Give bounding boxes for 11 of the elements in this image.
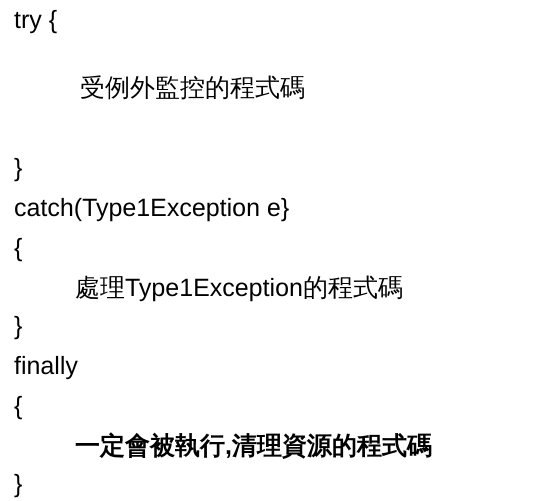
code-line: catch(Type1Exception e} bbox=[14, 193, 290, 223]
code-line: 受例外監控的程式碼 bbox=[80, 73, 305, 103]
code-line: } bbox=[14, 153, 22, 183]
code-line: 處理Type1Exception的程式碼 bbox=[75, 273, 403, 303]
code-line: 一定會被執行,清理資源的程式碼 bbox=[75, 431, 432, 461]
code-line: } bbox=[14, 311, 22, 341]
code-line: { bbox=[14, 233, 22, 263]
code-line: try { bbox=[14, 5, 58, 35]
code-line: { bbox=[14, 391, 22, 421]
code-line: finally bbox=[14, 351, 78, 381]
code-line: } bbox=[14, 469, 22, 499]
